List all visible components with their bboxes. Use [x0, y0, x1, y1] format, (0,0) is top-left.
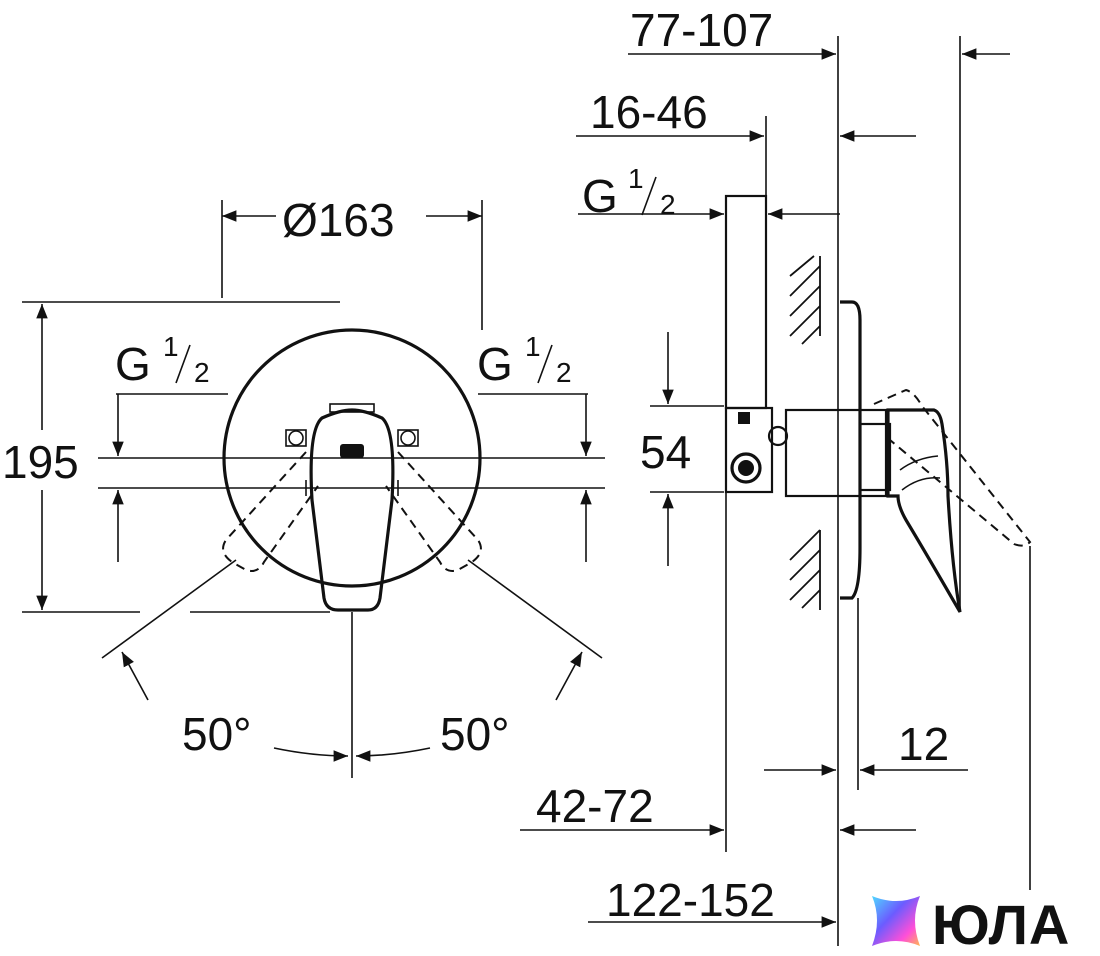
wall-hatch-top — [789, 255, 821, 345]
supply-pipe — [724, 194, 768, 410]
svg-text:2: 2 — [556, 357, 572, 388]
handle-rotated-right — [385, 451, 482, 572]
valve-body — [724, 406, 892, 498]
handle-side — [886, 408, 962, 613]
yula-logo-text: ЮЛА — [932, 893, 1070, 956]
angle-left-label: 50° — [182, 708, 252, 760]
handle-front — [285, 403, 419, 612]
dim-16-46-label: 16-46 — [590, 86, 708, 138]
height-195-label: 195 — [2, 436, 79, 488]
wall-hatch-bottom — [789, 529, 821, 610]
yula-star-icon — [872, 896, 920, 946]
svg-text:1: 1 — [525, 331, 541, 362]
dim-12-label: 12 — [898, 718, 949, 770]
svg-text:2: 2 — [194, 357, 210, 388]
dim-122-152-label: 122-152 — [606, 874, 775, 926]
svg-text:2: 2 — [660, 189, 676, 220]
rosette-side — [840, 300, 862, 600]
g-left-label: G — [115, 338, 151, 390]
front-view: Ø163 195 G 1 2 G 1 2 — [2, 194, 605, 778]
handle-rotated-left — [222, 451, 319, 572]
svg-text:1: 1 — [163, 331, 179, 362]
dim-77-107-label: 77-107 — [630, 4, 773, 56]
svg-text:1: 1 — [628, 163, 644, 194]
dim-42-72-label: 42-72 — [536, 780, 654, 832]
g-right-label: G — [477, 338, 513, 390]
angle-right-label: 50° — [440, 708, 510, 760]
yula-logo: ЮЛА — [872, 893, 1070, 956]
side-view: 77-107 16-46 G 1 2 — [520, 4, 1032, 946]
diameter-label: Ø163 — [282, 194, 395, 246]
height-54-label: 54 — [640, 426, 691, 478]
handle-side-raised — [873, 388, 1032, 547]
